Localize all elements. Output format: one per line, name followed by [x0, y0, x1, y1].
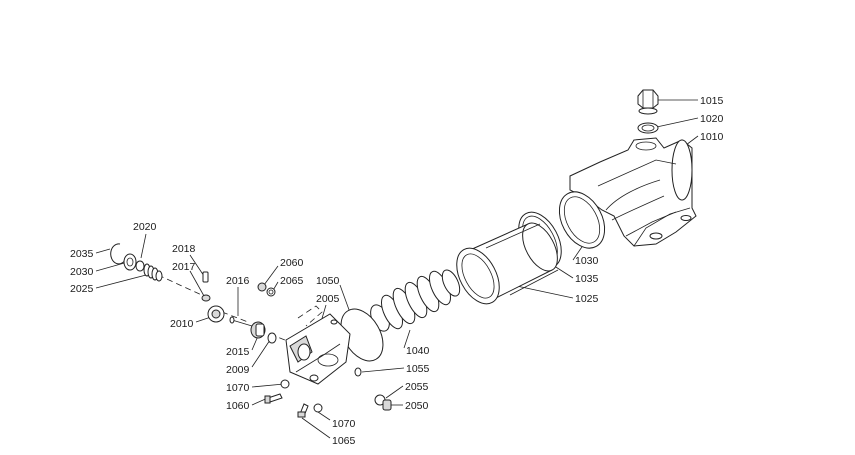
label-2030: 2030 — [70, 266, 94, 278]
label-2018: 2018 — [172, 243, 196, 255]
label-1025: 1025 — [575, 293, 599, 305]
label-2060: 2060 — [280, 257, 304, 269]
label-1055: 1055 — [406, 363, 430, 375]
label-2017: 2017 — [172, 261, 196, 273]
pin-2018 — [202, 271, 209, 283]
washer-2065 — [266, 287, 276, 297]
label-2005: 2005 — [316, 293, 340, 305]
spring-2025 — [143, 263, 163, 282]
label-1015: 1015 — [700, 95, 724, 107]
washer-2030 — [123, 253, 137, 271]
plug-2050 — [382, 399, 392, 411]
label-2065: 2065 — [280, 275, 304, 287]
bolt-1065 — [297, 403, 309, 418]
o-ring-1055 — [354, 367, 362, 377]
housing-1010 — [569, 137, 697, 247]
label-1010: 1010 — [700, 131, 724, 143]
cylinder-1025 — [456, 222, 559, 305]
o-ring-2009 — [267, 332, 277, 344]
label-1065: 1065 — [332, 435, 356, 447]
plug-1015 — [637, 89, 659, 115]
label-1040: 1040 — [406, 345, 430, 357]
cap-2020 — [135, 260, 145, 272]
bolt-1060 — [264, 393, 283, 404]
snap-ring-2035 — [110, 243, 127, 265]
label-2025: 2025 — [70, 283, 94, 295]
ball-2017 — [201, 294, 211, 302]
sleeve-2010 — [207, 305, 225, 323]
label-1070-b: 1070 — [332, 418, 356, 430]
label-2055: 2055 — [405, 381, 429, 393]
label-2020: 2020 — [133, 221, 157, 233]
label-1050: 1050 — [316, 275, 340, 287]
screw-2060 — [257, 282, 267, 292]
label-1060: 1060 — [226, 400, 250, 412]
washer-1070-b — [313, 403, 323, 413]
label-1020: 1020 — [700, 113, 724, 125]
label-2015: 2015 — [226, 346, 250, 358]
label-2009: 2009 — [226, 364, 250, 376]
part-labels: 1015 1020 1010 1030 1035 1025 1050 2005 … — [70, 95, 724, 447]
ring-1030 — [558, 191, 606, 249]
seal-ring-1020 — [637, 122, 659, 134]
piston-2015 — [250, 321, 266, 339]
cover-plate-2005 — [285, 313, 351, 385]
label-2035: 2035 — [70, 248, 94, 260]
label-1070-a: 1070 — [226, 382, 250, 394]
label-1030: 1030 — [575, 255, 599, 267]
spring-1040 — [370, 269, 461, 332]
label-2016: 2016 — [226, 275, 250, 287]
label-2010: 2010 — [170, 318, 194, 330]
label-2050: 2050 — [405, 400, 429, 412]
valve-stem-2016 — [229, 316, 253, 327]
washer-1070-a — [280, 379, 290, 389]
label-1035: 1035 — [575, 273, 599, 285]
